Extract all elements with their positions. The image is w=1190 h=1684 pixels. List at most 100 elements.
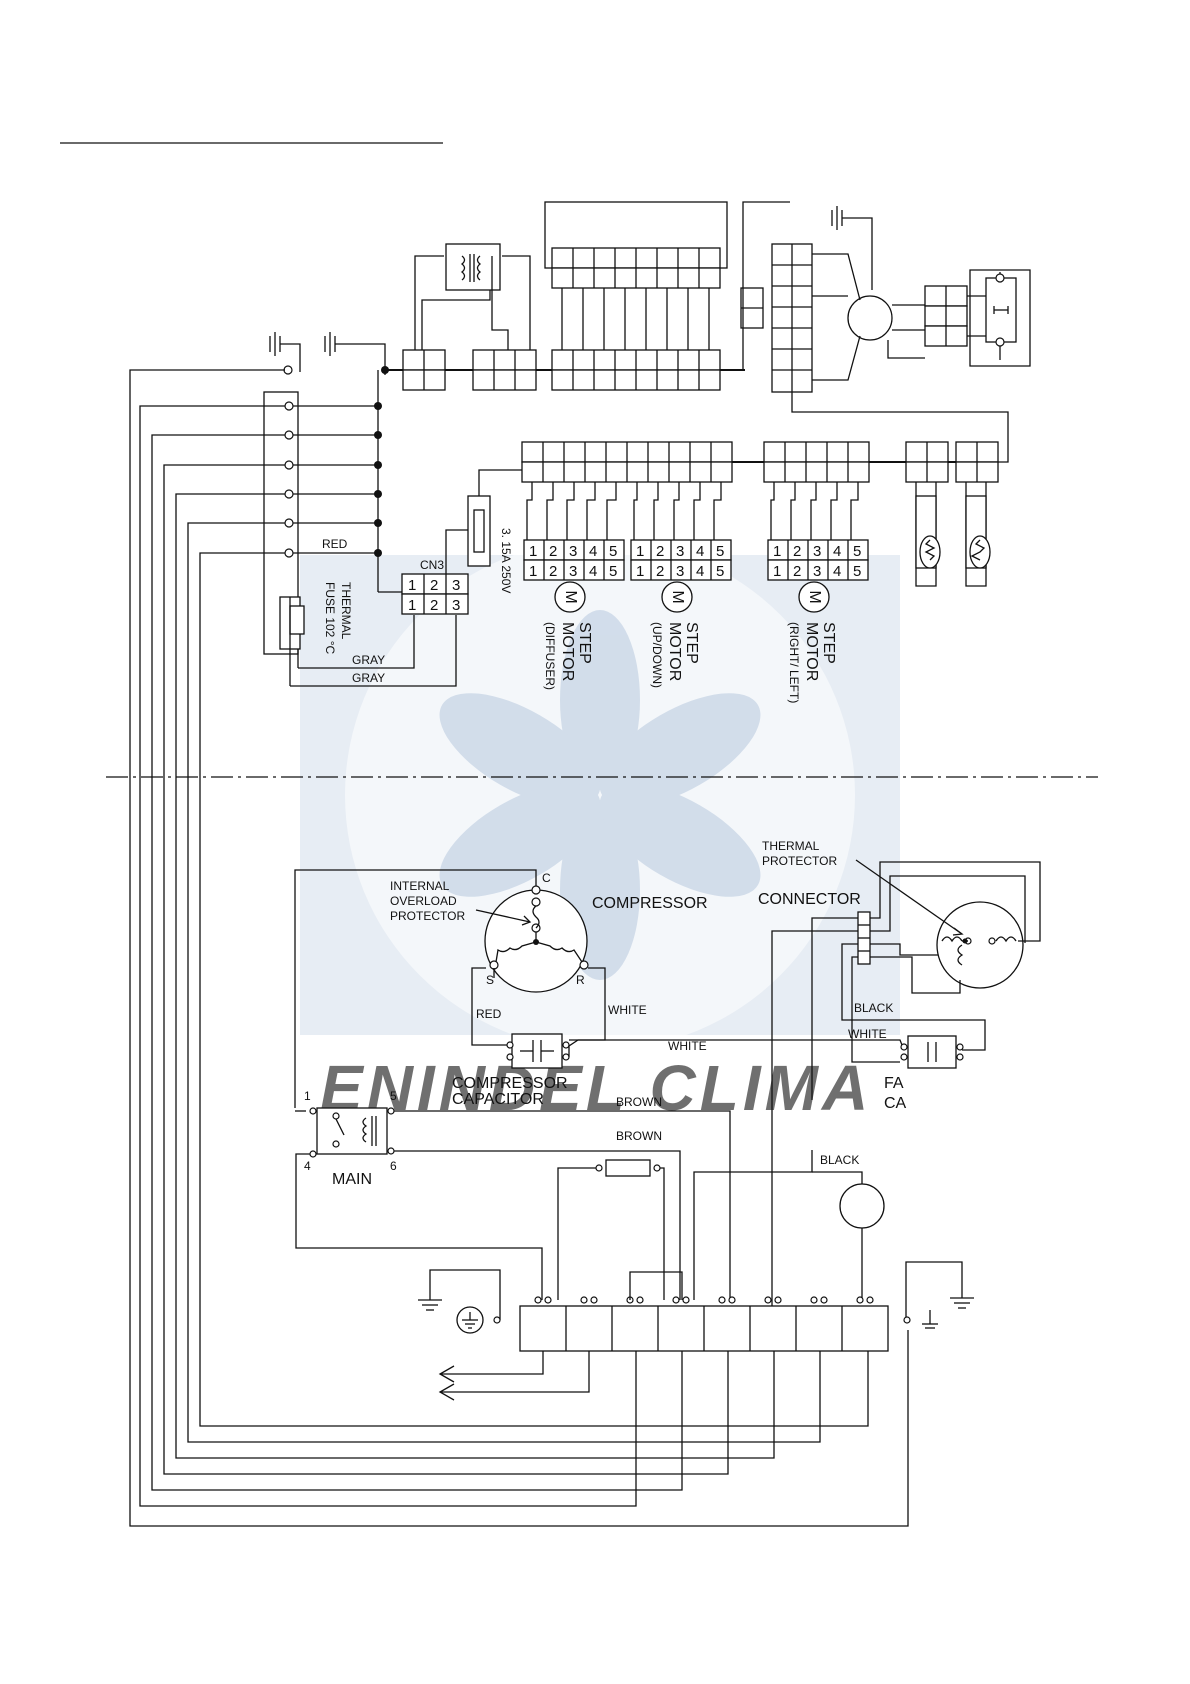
ground-icon	[324, 332, 386, 370]
pin-number: 2	[549, 543, 557, 560]
main-relay	[309, 1107, 395, 1158]
step-motor-diffuser: 1 2 3 4 5 1 2 3 4 5 M STEP MOTOR (DIFFUS…	[523, 482, 625, 690]
terminal-r: R	[576, 973, 585, 987]
overload-label-3: PROTECTOR	[390, 909, 465, 923]
ground-icon	[831, 206, 873, 290]
step-motor-icon	[661, 581, 693, 613]
right-left-label: (RIGHT/ LEFT)	[787, 622, 801, 703]
pin-number: 3	[813, 543, 821, 560]
pin-number: 2	[549, 563, 557, 580]
black-wire-label: BLACK	[820, 1153, 859, 1167]
watermark: ENINDEL CLIMA	[300, 540, 900, 1124]
white-wire-label: WHITE	[608, 1003, 647, 1017]
pin-number: 3	[813, 563, 821, 580]
pin-number: 5	[853, 563, 861, 580]
indoor-unit: RED THERMAL FUSE 102 °C GRAY GRAY CN3 1 …	[263, 201, 1031, 703]
pin-number: 1	[636, 563, 644, 580]
pin-number: 5	[716, 563, 724, 580]
pin-number: 2	[656, 543, 664, 560]
white-wire-label: WHITE	[668, 1039, 707, 1053]
connector-label: CONNECTOR	[758, 891, 861, 908]
pin-number: 4	[833, 543, 841, 560]
white-wire-label: WHITE	[848, 1027, 887, 1041]
step-motor-right-left: 1 2 3 4 5 1 2 3 4 5 M STEP MOTOR (RIGHT/…	[767, 482, 869, 703]
pin-number: 4	[696, 563, 704, 580]
main-relay-label: MAIN	[332, 1171, 372, 1188]
outdoor-unit: C S R COMPRESSOR INTERNAL OVERLOAD PROTE…	[129, 369, 1041, 1527]
fuse-rating-label: 3. 15A 250V	[499, 528, 513, 593]
thermistor-connector	[905, 441, 999, 483]
cn3-pin: 3	[452, 597, 460, 614]
arrow-left-icon	[438, 1351, 590, 1401]
outdoor-terminal-block	[519, 1271, 889, 1352]
pin-number: 2	[656, 563, 664, 580]
fan-capacitor	[900, 1035, 964, 1069]
terminal-s: S	[486, 973, 494, 987]
red-wire-label: RED	[322, 537, 348, 551]
pin-number: 2	[793, 543, 801, 560]
step-motor-label: STEP	[820, 622, 837, 664]
brown-wire-label: BROWN	[616, 1129, 662, 1143]
pin-number: 3	[676, 563, 684, 580]
pin-number: 3	[676, 543, 684, 560]
gray-wire-label-1: GRAY	[352, 653, 385, 667]
ground-icon	[269, 332, 301, 375]
transformer	[445, 243, 501, 291]
watermark-text: ENINDEL CLIMA	[320, 1052, 872, 1124]
ground-icon	[418, 1269, 501, 1334]
step-motor-label: MOTOR	[559, 622, 576, 681]
terminal-c: C	[542, 871, 551, 885]
black-wire-label: BLACK	[854, 1001, 893, 1015]
overload-label-1: INTERNAL	[390, 879, 450, 893]
step-motor-label: MOTOR	[666, 622, 683, 681]
relay-terminal-6: 6	[390, 1159, 397, 1173]
pin-number: 3	[569, 543, 577, 560]
thermal-protector-label-2: PROTECTOR	[762, 854, 837, 868]
step-motor-label: STEP	[576, 622, 593, 664]
fan-capacitor-label-1: FA	[884, 1075, 904, 1092]
pin-number: 2	[793, 563, 801, 580]
cn3-pin: 3	[452, 577, 460, 594]
pin-number: 4	[696, 543, 704, 560]
pin-number: 1	[636, 543, 644, 560]
compressor-capacitor-label-2: CAPACITOR	[452, 1091, 544, 1108]
relay-terminal-4: 4	[304, 1159, 311, 1173]
pin-number: 4	[833, 563, 841, 580]
pcb-connector	[472, 349, 537, 391]
cn3-connector: 1 2 3 1 2 3	[401, 573, 469, 615]
red-wire-label: RED	[476, 1007, 502, 1021]
fan-motor-icon	[847, 295, 893, 341]
fan-capacitor	[967, 269, 1031, 367]
relay-terminal-5: 5	[390, 1089, 397, 1103]
thermal-fuse-icon	[289, 605, 305, 635]
outdoor-fuse	[595, 1159, 661, 1177]
fan-capacitor-label-2: CA	[884, 1095, 907, 1112]
motor-connector	[857, 911, 871, 965]
thermistor-icon	[965, 482, 991, 587]
brown-wire-label: BROWN	[616, 1095, 662, 1109]
cn3-pin: 2	[430, 577, 438, 594]
relay-terminal-1: 1	[304, 1089, 311, 1103]
compressor-capacitor-label-1: COMPRESSOR	[452, 1075, 568, 1092]
ground-icon	[903, 1261, 974, 1329]
pcb-connector	[551, 349, 721, 391]
pin-number: 1	[773, 543, 781, 560]
fan-capacitor-connector	[924, 285, 968, 347]
display-connector	[551, 247, 721, 289]
compressor-label: COMPRESSOR	[592, 895, 708, 912]
step-motor-up-down: 1 2 3 4 5 1 2 3 4 5 M STEP MOTOR (UP/DOW…	[630, 482, 732, 688]
pin-number: 5	[609, 543, 617, 560]
step-motor-connector-b	[763, 441, 870, 483]
thermal-fuse-label-1: THERMAL	[339, 582, 353, 640]
motor-symbol: M	[806, 590, 823, 603]
cn3-pin: 1	[408, 597, 416, 614]
pin-number: 4	[589, 563, 597, 580]
step-motor-icon	[798, 581, 830, 613]
step-motor-label: MOTOR	[803, 622, 820, 681]
pcb-connector	[402, 349, 446, 391]
reversing-valve-icon	[839, 1183, 885, 1229]
cn3-pin: 1	[408, 577, 416, 594]
motor-symbol: M	[562, 590, 579, 603]
cn3-pin: 2	[430, 597, 438, 614]
